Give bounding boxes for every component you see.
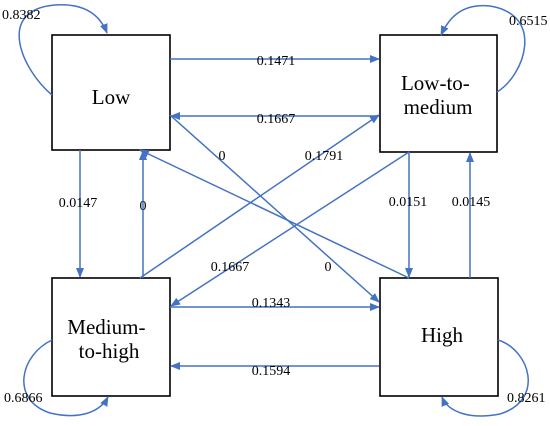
self-loop-medium-to-high-arrow [23, 339, 109, 417]
self-loop-low-arrow [18, 4, 108, 96]
edge-label-low-to-high: 0 [325, 260, 332, 275]
state-label-line: Low-to- [401, 71, 470, 95]
state-label-line: medium [404, 95, 473, 119]
state-box-low-to-medium [379, 34, 498, 153]
edge-label-low-to-medium-to-high: 0.0147 [59, 196, 98, 211]
edge-label-low-to-medium-self: 0.6515 [509, 14, 548, 29]
state-label-line: to-high [79, 339, 140, 363]
edge-label-high-to-low: 0 [219, 149, 226, 164]
state-label-line: Medium- [67, 315, 145, 339]
edge-label-low-to-medium-to-medium-to-high: 0.1667 [211, 260, 250, 275]
state-label-low: Low [92, 85, 131, 109]
edge-label-high-to-low-to-medium: 0.0145 [452, 195, 491, 210]
arrow-high-to-low [139, 149, 410, 279]
edge-label-low-self: 0.8382 [2, 8, 41, 23]
edge-label-medium-to-high-to-high: 0.1343 [252, 296, 291, 311]
edge-label-medium-to-high-self: 0.6866 [4, 391, 43, 406]
state-box-high [379, 277, 499, 397]
edge-label-low-to-medium-to-low: 0.1667 [257, 112, 296, 127]
self-loop-low-to-medium-arrow [440, 4, 526, 93]
arrow-low-to-medium-to-medium-to-high [170, 151, 410, 307]
edge-label-medium-to-high-to-low: 0 [140, 199, 147, 214]
edge-label-high-to-medium-to-high: 0.1594 [252, 364, 291, 379]
arrow-low-to-high [169, 114, 380, 303]
state-label-line: Low [92, 85, 131, 109]
self-loop-high-arrow [441, 339, 529, 417]
state-box-low [51, 34, 171, 151]
state-label-low-to-medium: Low-to- medium [401, 71, 475, 119]
edge-label-low-to-medium-to-high: 0.0151 [389, 195, 428, 210]
state-box-medium-to-high [51, 277, 171, 397]
edge-label-medium-to-high-to-low-to-medium: 0.1791 [305, 149, 344, 164]
state-label-medium-to-high: Medium- to-high [67, 315, 150, 363]
edge-label-low-to-low-to-medium: 0.1471 [257, 54, 296, 69]
state-label-high: High [421, 323, 464, 347]
edge-label-high-self: 0.8261 [507, 391, 546, 406]
arrow-medium-to-high-to-low-to-medium [139, 114, 380, 279]
state-label-line: High [421, 323, 464, 347]
